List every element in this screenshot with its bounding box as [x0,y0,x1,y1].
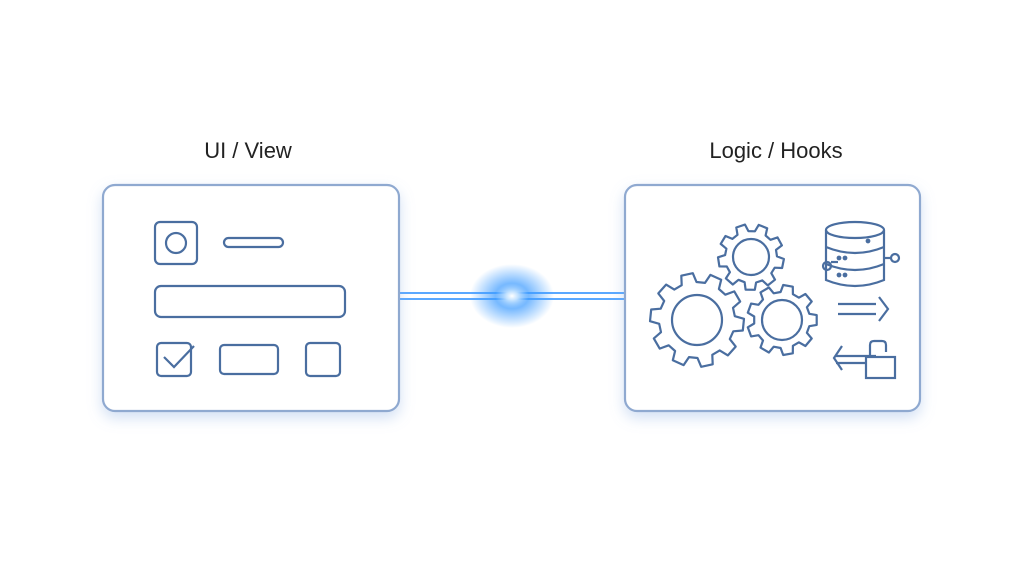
checkbox-empty-icon [304,341,342,378]
logic-hooks-panel [623,183,922,413]
gear-large-icon [648,272,746,368]
database-icon [821,220,901,288]
text-line-placeholder [222,236,285,249]
arrow-left-box-icon [832,339,897,380]
ui-view-panel [101,183,401,413]
avatar-icon [153,220,199,266]
button-icon [218,343,280,376]
checkbox-checked-icon [155,341,195,378]
ui-view-title: UI / View [204,138,292,163]
input-field-icon [153,284,347,319]
logic-hooks-title: Logic / Hooks [709,138,843,163]
connector-glow [470,264,554,328]
arrow-right-icon [838,296,890,322]
gear-top-icon [716,223,785,291]
gear-right-icon [746,283,818,357]
